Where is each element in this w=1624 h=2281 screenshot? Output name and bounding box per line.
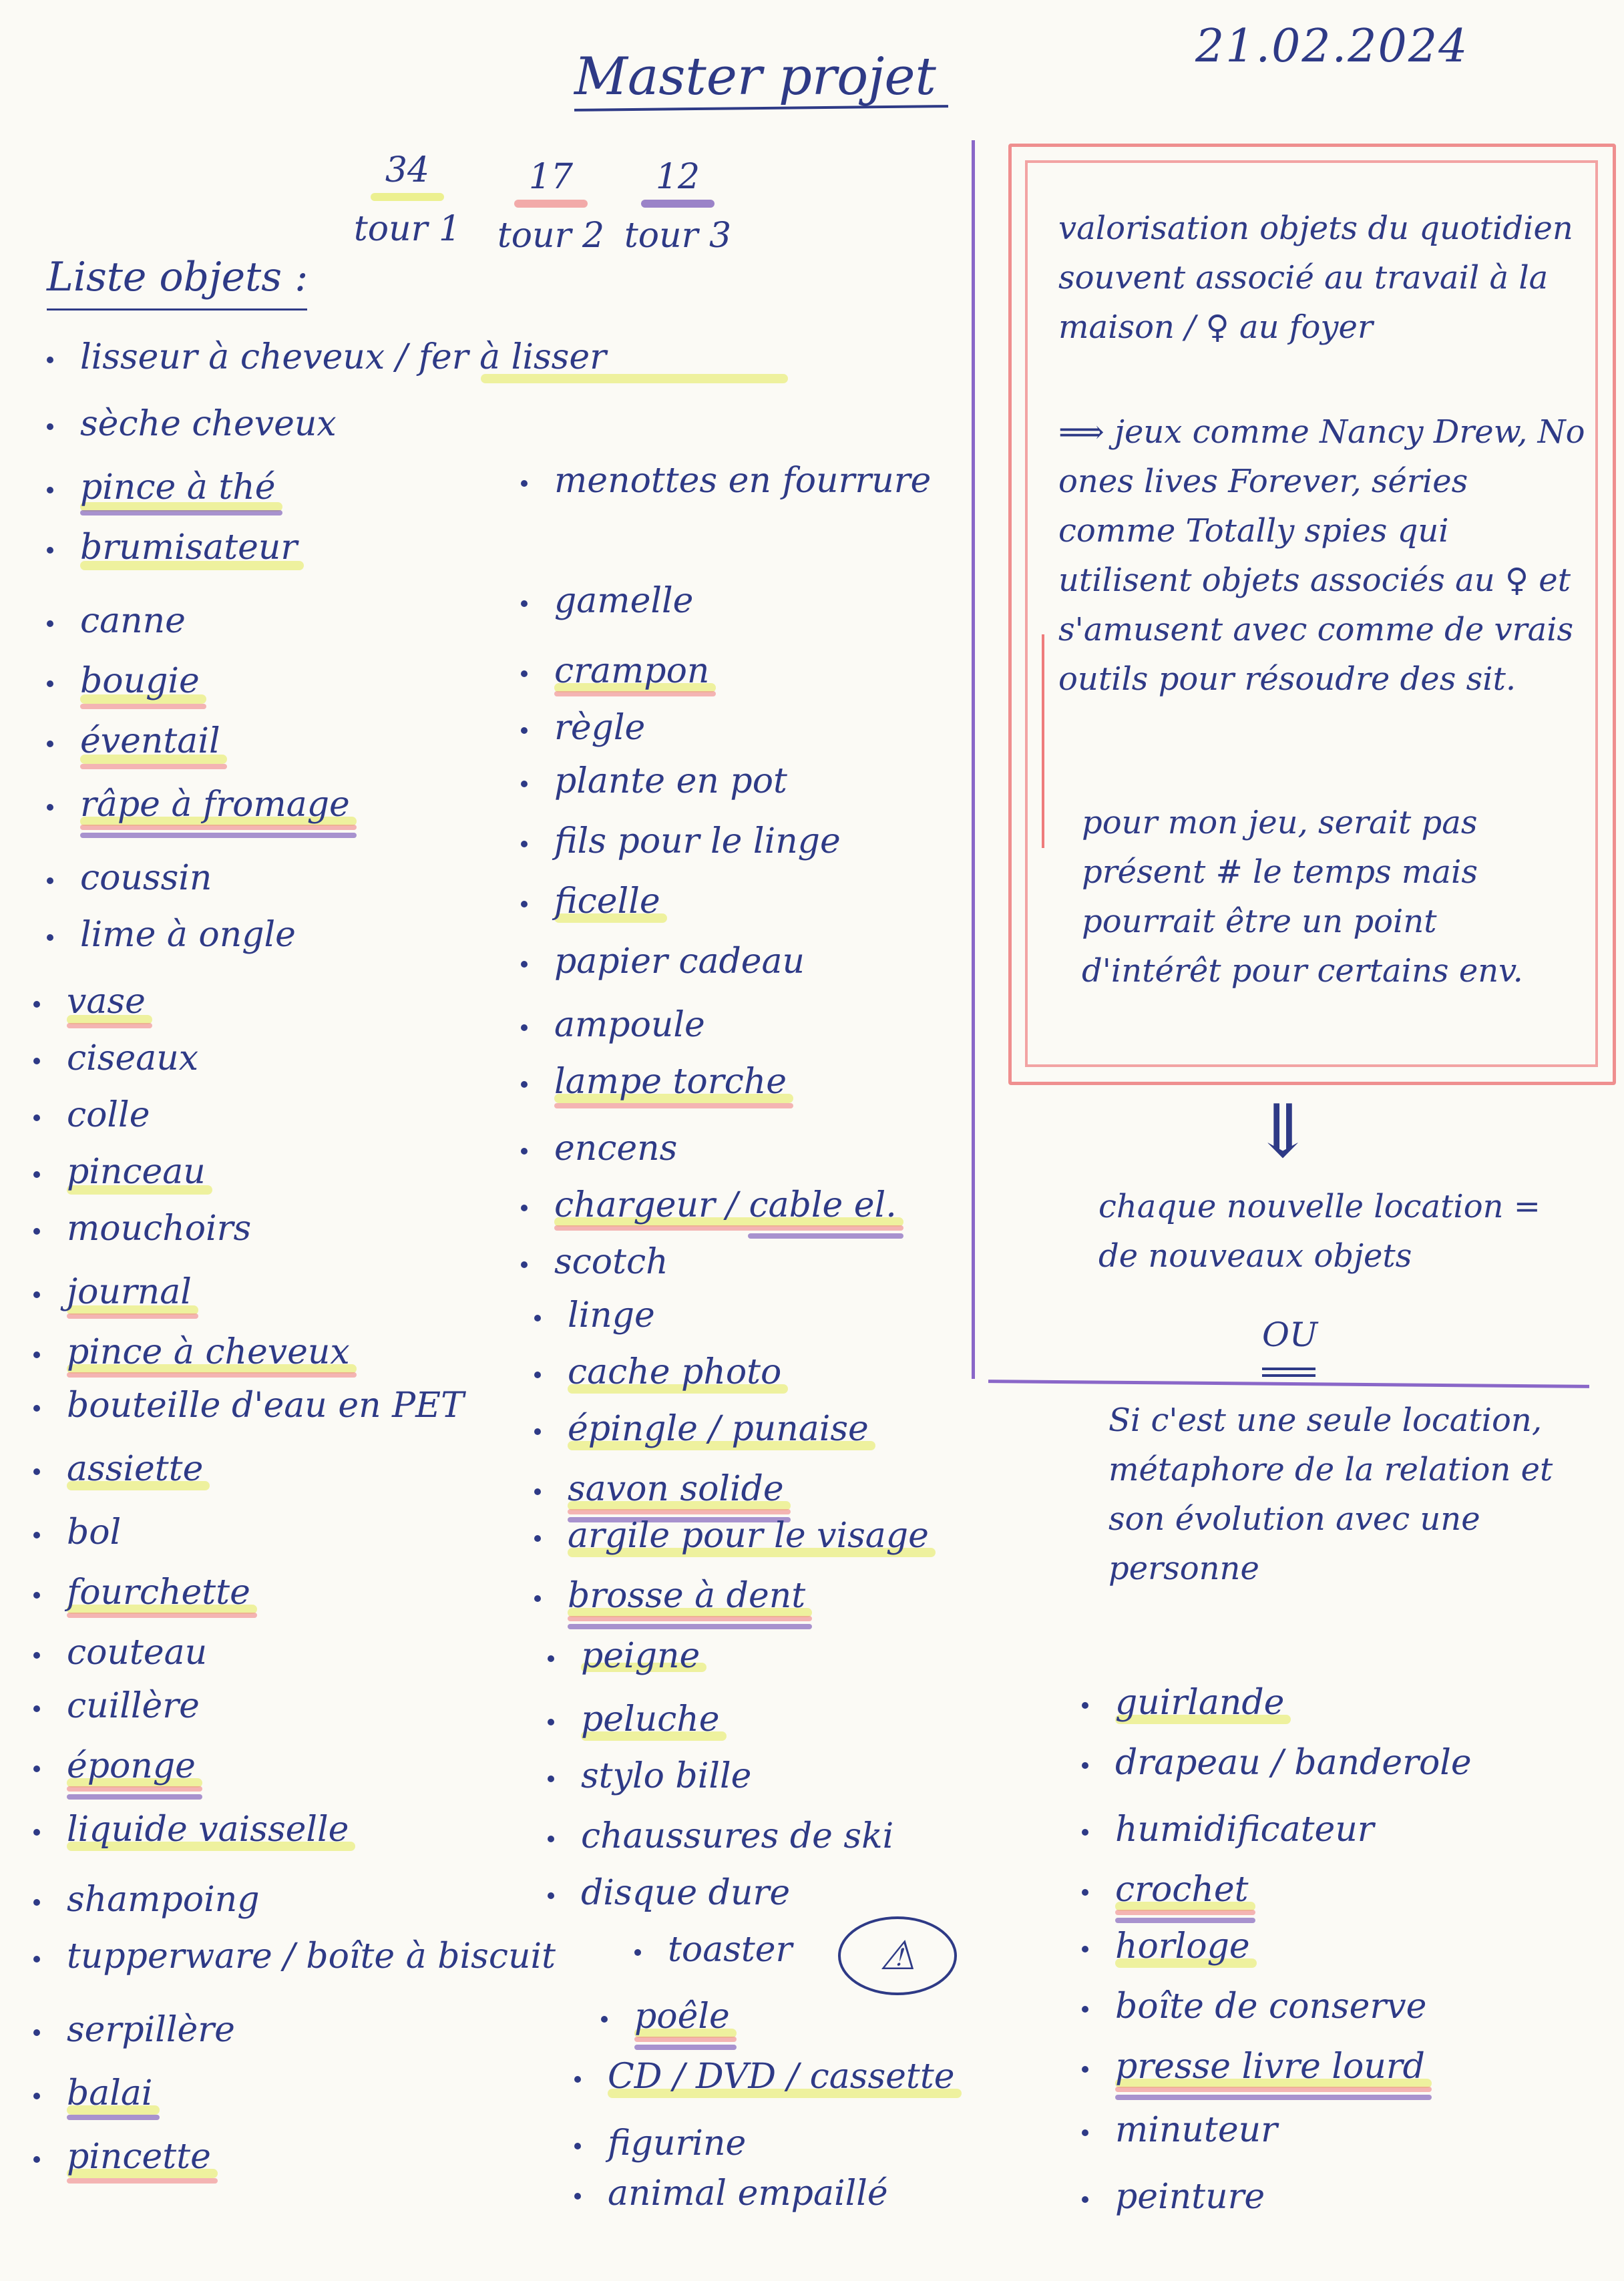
list-item: balai xyxy=(33,2073,160,2120)
list-item: ficelle xyxy=(521,881,667,923)
list-item: plante en pot xyxy=(521,761,787,801)
list-item: menottes en fourrure xyxy=(521,461,931,501)
list-item: peinture xyxy=(1082,2177,1265,2217)
tour-3-counter: 12 tour 3 xyxy=(621,157,735,256)
list-item: cuillère xyxy=(33,1686,200,1726)
note-box-outer-frame xyxy=(1008,144,1616,1085)
list-item: pince à cheveux xyxy=(33,1332,357,1378)
list-item: mouchoirs xyxy=(33,1209,251,1249)
tour-2-label: tour 2 xyxy=(497,216,605,256)
list-item: bouteille d'eau en PET xyxy=(33,1386,464,1426)
tour-3-label: tour 3 xyxy=(624,216,732,256)
or-underline xyxy=(1262,1368,1315,1370)
list-item: humidificateur xyxy=(1082,1810,1374,1850)
list-item: lampe torche xyxy=(521,1062,793,1108)
list-item: crochet xyxy=(1082,1870,1255,1923)
list-item: canne xyxy=(47,601,186,641)
list-item: scotch xyxy=(521,1242,668,1282)
tour-2-counter: 17 tour 2 xyxy=(494,157,608,256)
page-title: Master projet xyxy=(574,47,936,107)
list-item: ampoule xyxy=(521,1005,705,1045)
or-underline-2 xyxy=(1262,1374,1315,1377)
list-item: vase xyxy=(33,982,152,1028)
list-item: liquide vaisselle xyxy=(33,1810,356,1851)
purple-divider-vertical xyxy=(972,140,975,1379)
list-item: sèche cheveux xyxy=(47,404,337,444)
box-note-examples: ⟹ jeux comme Nancy Drew, No ones lives F… xyxy=(1058,413,1585,698)
list-item: pinceau xyxy=(33,1152,212,1195)
list-item: couteau xyxy=(33,1633,207,1673)
tour-1-count: 34 xyxy=(385,150,430,190)
list-item: pincette xyxy=(33,2137,218,2184)
list-item: drapeau / banderole xyxy=(1082,1743,1472,1783)
note-bracket xyxy=(1042,634,1051,848)
list-item: disque dure xyxy=(548,1873,790,1913)
list-item: règle xyxy=(521,708,645,748)
list-item: peluche xyxy=(548,1699,727,1741)
tour-3-color-swatch xyxy=(641,200,715,208)
list-item: savon solide xyxy=(534,1469,791,1522)
list-item: peigne xyxy=(548,1636,707,1676)
list-item: pince à thé xyxy=(47,467,282,515)
list-item: bol xyxy=(33,1512,121,1552)
purple-divider-horizontal xyxy=(988,1380,1590,1388)
list-item: chargeur / cable el. xyxy=(521,1185,903,1239)
list-item: figurine xyxy=(574,2123,746,2163)
note-single-location: Si c'est une seule location, métaphore d… xyxy=(1108,1402,1553,1587)
tour-2-count: 17 xyxy=(528,157,574,197)
list-item: horloge xyxy=(1082,1926,1257,1968)
list-title: Liste objets : xyxy=(47,254,309,300)
list-item: papier cadeau xyxy=(521,942,805,982)
list-item: stylo bille xyxy=(548,1756,751,1796)
tour-1-counter: 34 tour 1 xyxy=(351,150,464,249)
list-item: presse livre lourd xyxy=(1082,2047,1432,2100)
list-item: journal xyxy=(33,1272,198,1319)
list-item: lisseur à cheveux / fer à lisser xyxy=(47,337,788,383)
list-item: animal empaillé xyxy=(574,2173,888,2214)
list-item: ciseaux xyxy=(33,1038,198,1078)
list-item: CD / DVD / cassette xyxy=(574,2057,962,2098)
list-item: fourchette xyxy=(33,1573,257,1618)
arrow-down-icon: ⇓ xyxy=(1252,1088,1314,1174)
list-item: lime à ongle xyxy=(47,915,296,955)
list-item: éponge xyxy=(33,1746,202,1800)
list-item: serpillère xyxy=(33,2010,235,2050)
list-title-underline xyxy=(47,308,307,310)
list-item: coussin xyxy=(47,858,212,898)
list-item: bougie xyxy=(47,661,206,709)
note-new-location: chaque nouvelle location = de nouveaux o… xyxy=(1098,1188,1541,1275)
list-item: épingle / punaise xyxy=(534,1409,875,1450)
date-label: 21.02.2024 xyxy=(1195,20,1469,73)
list-item: linge xyxy=(534,1295,655,1335)
tour-3-count: 12 xyxy=(655,157,700,197)
list-item: chaussures de ski xyxy=(548,1816,893,1856)
list-item: guirlande xyxy=(1082,1683,1291,1724)
list-item: fils pour le linge xyxy=(521,821,841,861)
list-item: poêle xyxy=(601,1997,737,2050)
list-item: râpe à fromage xyxy=(47,785,357,838)
list-item: argile pour le visage xyxy=(534,1516,936,1557)
list-item: brosse à dent xyxy=(534,1576,813,1629)
list-item: cache photo xyxy=(534,1352,789,1394)
tour-1-color-swatch xyxy=(371,193,444,201)
list-item: boîte de conserve xyxy=(1082,1987,1426,2027)
box-note-game: pour mon jeu, serait pas présent # le te… xyxy=(1082,804,1523,990)
list-item: shampoing xyxy=(33,1880,260,1920)
warning-icon: ⚠ xyxy=(838,1916,957,1995)
tour-1-label: tour 1 xyxy=(353,209,461,249)
note-box-inner-frame xyxy=(1025,160,1598,1067)
list-item: tupperware / boîte à biscuit xyxy=(33,1936,556,1977)
list-item: gamelle xyxy=(521,581,693,621)
list-item: crampon xyxy=(521,651,717,696)
box-note-valorisation: valorisation objets du quotidien souvent… xyxy=(1058,210,1573,346)
list-item: toaster xyxy=(634,1930,792,1970)
list-item: colle xyxy=(33,1095,150,1135)
tour-2-color-swatch xyxy=(514,200,588,208)
list-item: éventail xyxy=(47,721,227,769)
list-item: minuteur xyxy=(1082,2110,1277,2150)
list-item: assiette xyxy=(33,1449,210,1490)
note-or: OU xyxy=(1262,1315,1318,1354)
list-item: brumisateur xyxy=(47,528,304,570)
list-item: encens xyxy=(521,1128,677,1169)
